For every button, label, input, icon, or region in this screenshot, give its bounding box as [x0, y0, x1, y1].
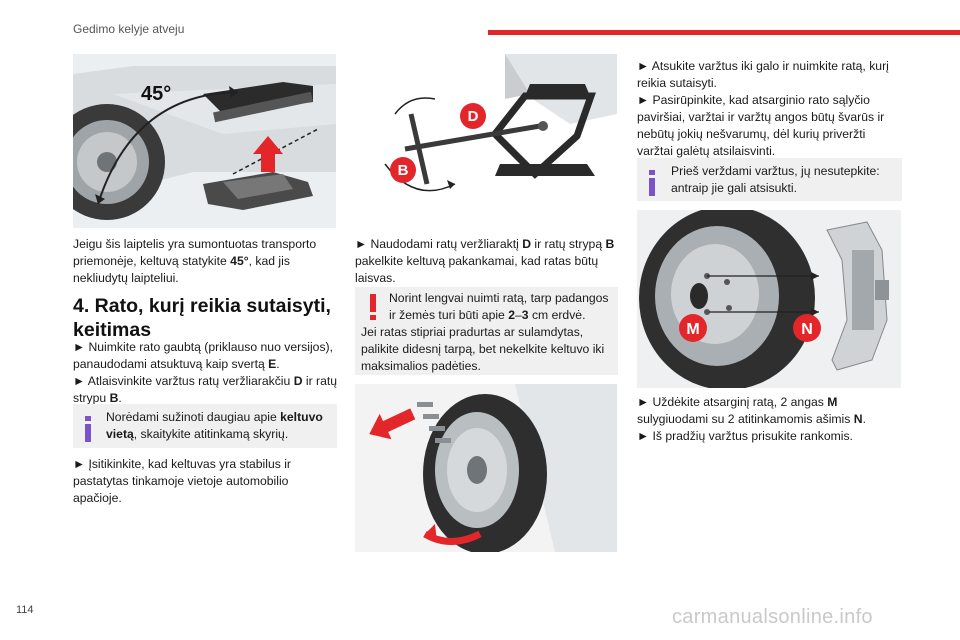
- text-segment: ► Uždėkite atsarginį ratą, 2 angas: [637, 395, 828, 409]
- text-segment: ► Nuimkite rato gaubtą (priklauso nuo ve…: [73, 340, 333, 371]
- text-segment: ► Atlaisvinkite varžtus ratų veržliarakč…: [73, 374, 294, 388]
- text-segment: ir ratų strypu: [73, 374, 338, 405]
- text-segment: , kad jis nekliudytų laipteliui.: [73, 254, 290, 285]
- label-b: B: [398, 162, 409, 179]
- jack-wrench-illustration: D B: [355, 54, 617, 226]
- label-d: D: [468, 108, 479, 125]
- text-segment: , skaitykite atitinkamą skyrių.: [133, 427, 289, 441]
- bold-segment: D: [522, 237, 531, 251]
- bold-segment: 2: [508, 308, 515, 322]
- warning-icon: [370, 294, 376, 320]
- instruction-paragraph: ► Atsukite varžtus iki galo ir nuimkite …: [637, 58, 902, 160]
- warning-note-box: Norint lengvai nuimti ratą, tarp padango…: [355, 287, 618, 375]
- page-number: 114: [16, 604, 34, 616]
- bold-segment: B: [605, 237, 615, 251]
- instruction-step: ► Nuimkite rato gaubtą (priklauso nuo ve…: [73, 339, 338, 373]
- instruction-step: ► Pasirūpinkite, kad atsarginio rato sąl…: [637, 93, 885, 158]
- bold-segment: D: [293, 374, 303, 388]
- info-icon: [85, 416, 91, 442]
- info-icon: [649, 170, 655, 196]
- instruction-paragraph: ► Uždėkite atsarginį ratą, 2 angas M sul…: [637, 394, 902, 445]
- angle-label: 45°: [141, 83, 171, 105]
- warning-note-text: Norint lengvai nuimti ratą, tarp padango…: [389, 290, 611, 324]
- text-segment: Norint lengvai nuimti ratą, tarp padango…: [389, 291, 609, 322]
- instruction-step: ► Atlaisvinkite varžtus ratų veržliarakč…: [73, 373, 338, 407]
- text-segment: ir ratų strypą: [531, 237, 606, 251]
- label-n: N: [801, 321, 813, 338]
- instruction-step: ► Iš pradžių varžtus prisukite rankomis.: [637, 429, 853, 443]
- bold-segment: 45°: [230, 254, 249, 268]
- jack-angle-illustration: 45°: [73, 54, 336, 228]
- step-note-paragraph: Jeigu šis laiptelis yra sumontuotas tran…: [73, 236, 335, 287]
- instruction-paragraph: ► Nuimkite rato gaubtą (priklauso nuo ve…: [73, 339, 338, 407]
- instruction-step: ► Uždėkite atsarginį ratą, 2 angas M sul…: [637, 394, 902, 428]
- info-note-text: Prieš verždami varžtus, jų nesutepkite: …: [671, 164, 880, 195]
- warning-note-text-continued: Jei ratas stipriai pradurtas ar sulamdyt…: [361, 325, 605, 373]
- text-segment: cm erdvė.: [528, 308, 586, 322]
- info-note-box: Prieš verždami varžtus, jų nesutepkite: …: [637, 158, 902, 201]
- instruction-paragraph: ► Įsitikinkite, kad keltuvas yra stabilu…: [73, 457, 291, 505]
- label-m: M: [686, 321, 699, 338]
- watermark: carmanualsonline.info: [672, 606, 873, 628]
- spare-wheel-alignment-illustration: M N: [637, 210, 901, 388]
- bold-segment: M: [827, 395, 838, 409]
- section-heading: 4. Rato, kurį reikia sutaisyti, keitimas: [73, 295, 331, 341]
- text-segment: sulygiuodami su 2 atitinkamomis ašimis: [637, 412, 854, 426]
- bold-segment: E: [268, 357, 277, 371]
- text-segment: .: [862, 412, 866, 426]
- header-accent-bar: [488, 30, 960, 35]
- info-note-text: Norėdami sužinoti daugiau apie keltuvo v…: [106, 409, 328, 443]
- text-segment: .: [276, 357, 280, 371]
- text-segment: Norėdami sužinoti daugiau apie: [106, 410, 281, 424]
- text-segment: Jeigu šis laiptelis yra sumontuotas tran…: [73, 237, 317, 268]
- text-segment: .: [118, 391, 122, 405]
- bold-segment: B: [109, 391, 119, 405]
- running-header: Gedimo kelyje atveju: [73, 22, 185, 36]
- instruction-paragraph: ► Naudodami ratų veržliaraktį D ir ratų …: [355, 236, 617, 287]
- wheel-removal-illustration: [355, 384, 617, 552]
- text-segment: ► Naudodami ratų veržliaraktį: [355, 237, 523, 251]
- bold-segment: 3: [521, 308, 529, 322]
- bold-segment: N: [853, 412, 863, 426]
- text-segment: –: [515, 308, 522, 322]
- bold-segment: keltuvo vietą: [106, 410, 323, 441]
- info-note-box: Norėdami sužinoti daugiau apie keltuvo v…: [73, 404, 337, 448]
- instruction-step: ► Atsukite varžtus iki galo ir nuimkite …: [637, 59, 889, 90]
- text-segment: pakelkite keltuvą pakankamai, kad ratas …: [355, 254, 599, 285]
